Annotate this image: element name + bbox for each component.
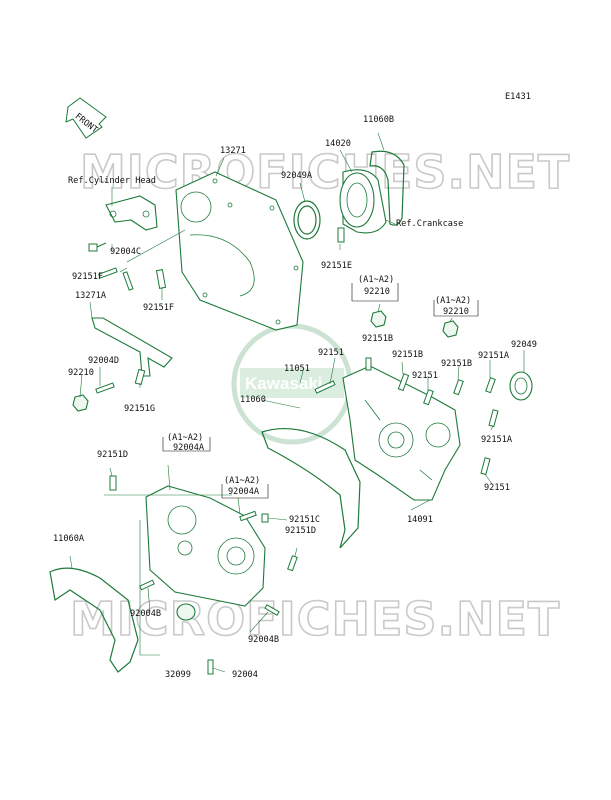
bracket-13271A (91, 317, 173, 377)
watermark-bottom: MICROFICHES.NET (70, 592, 560, 646)
part-labels: 11060B 14020 13271 92049A Ref.Cylinder H… (53, 115, 537, 680)
label-92004D: 92004D (88, 356, 119, 366)
label-13271: 13271 (220, 146, 246, 156)
label-92210-1: 92210 (364, 287, 390, 297)
label-92151D-1: 92151D (97, 450, 128, 460)
label-92004C: 92004C (110, 247, 141, 257)
leader-lines (69, 132, 525, 673)
gasket-11060 (261, 427, 361, 549)
variant-brackets (162, 283, 479, 499)
nut-92210-1 (370, 310, 387, 328)
label-14020: 14020 (325, 139, 351, 149)
nut-92210-2 (442, 320, 459, 338)
label-92151-3: 92151 (484, 483, 510, 493)
label-92151D-2: 92151D (285, 526, 316, 536)
small-seal (176, 603, 196, 621)
label-a1a2-1: (A1~A2) (358, 275, 394, 285)
o-ring-92049A (293, 200, 321, 240)
label-92004B-1: 92004B (130, 609, 161, 619)
label-92004B-2: 92004B (248, 635, 279, 645)
label-92151C: 92151C (289, 515, 320, 525)
oil-seal-14020 (339, 169, 387, 234)
label-11060A: 11060A (53, 534, 85, 544)
label-92151A-1: 92151A (478, 351, 510, 361)
label-92151E: 92151E (321, 261, 352, 271)
rear-plate-13271 (175, 171, 304, 331)
oil-seal-92049 (509, 371, 533, 401)
label-92151A-2: 92151A (481, 435, 513, 445)
label-a1a2-3: (A1~A2) (167, 433, 203, 443)
label-92004A-1: 92004A (173, 443, 205, 453)
label-92151B-2: 92151B (392, 350, 423, 360)
front-arrow-icon: FRONT (65, 97, 107, 139)
label-92151G: 92151G (124, 404, 155, 414)
label-11051: 11051 (284, 364, 310, 374)
label-13271A: 13271A (75, 291, 107, 301)
label-92151-2: 92151 (412, 371, 438, 381)
label-a1a2-4: (A1~A2) (224, 476, 260, 486)
label-92049A: 92049A (281, 171, 313, 181)
nut-92210-3 (72, 394, 89, 412)
label-ref-cylinder-head: Ref.Cylinder Head (68, 176, 156, 186)
label-92151B-3: 92151B (441, 359, 472, 369)
label-92049: 92049 (511, 340, 537, 350)
label-92151-1: 92151 (318, 348, 344, 358)
label-92210-2: 92210 (443, 307, 469, 317)
watermark-top: MICROFICHES.NET (80, 145, 570, 199)
label-11060: 11060 (240, 395, 266, 405)
front-cover-32099 (145, 485, 266, 607)
label-a1a2-2: (A1~A2) (435, 296, 471, 306)
label-14091: 14091 (407, 515, 433, 525)
diagram-code: E1431 (505, 92, 531, 102)
gasket-11060A (49, 567, 139, 673)
label-92004A-2: 92004A (228, 487, 260, 497)
bracket (105, 195, 158, 231)
gasket-11060B (369, 150, 405, 226)
label-92004: 92004 (232, 670, 258, 680)
label-92210-3: 92210 (68, 368, 94, 378)
label-92151B-1: 92151B (362, 334, 393, 344)
label-92151F-a: 92151F (72, 272, 103, 282)
label-92151F-b: 92151F (143, 303, 174, 313)
label-ref-crankcase: Ref.Crankcase (396, 219, 463, 229)
logo-text: Kawasaki (245, 374, 323, 393)
label-11060B: 11060B (363, 115, 394, 125)
label-32099: 32099 (165, 670, 191, 680)
